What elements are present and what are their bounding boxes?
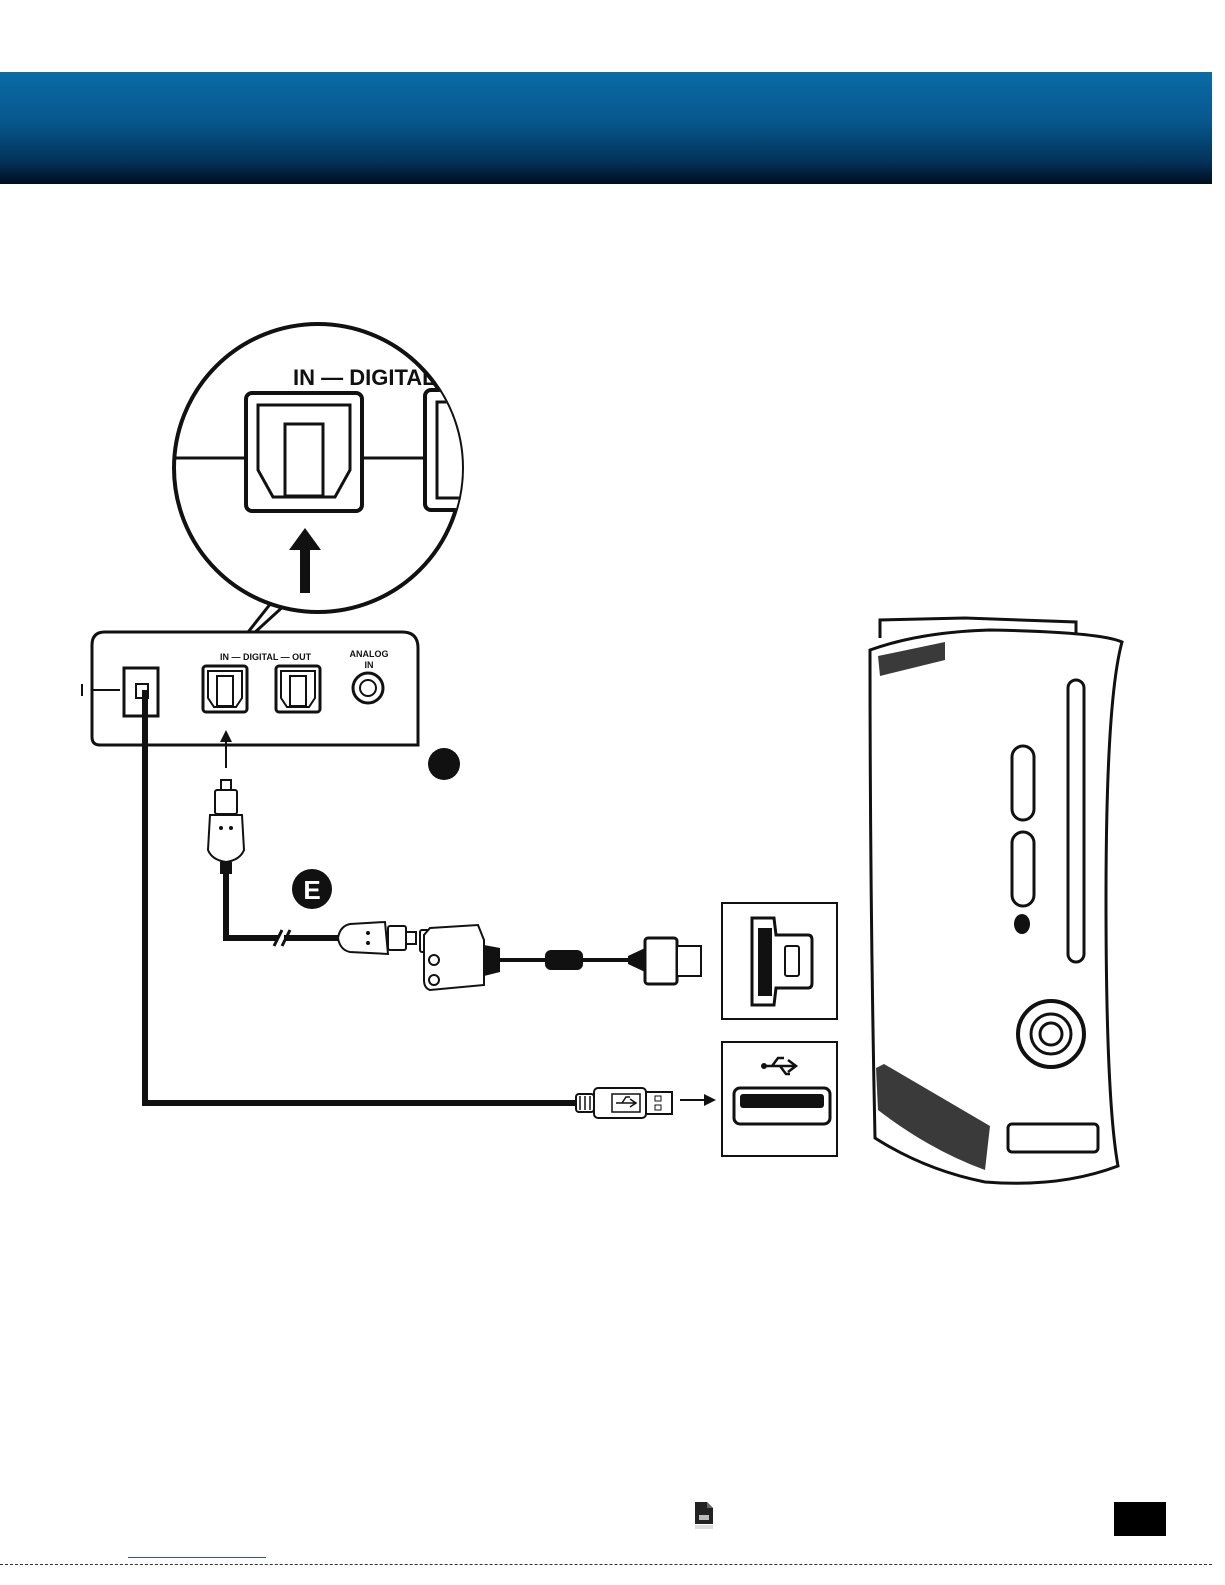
game-console [870, 618, 1122, 1183]
usb-plug [576, 1088, 672, 1118]
step-marker-dot [428, 748, 460, 780]
optical-port-zoom [246, 393, 362, 511]
zoom-callout: IN — DIGITAL [170, 324, 485, 655]
hdmi-audio-adapter [420, 925, 701, 990]
console-button-bottom [1012, 832, 1034, 906]
ferrite-bead [545, 950, 583, 970]
console-led [1014, 914, 1030, 934]
hdmi-port-icon [785, 946, 799, 976]
av-plug [645, 938, 677, 984]
port-cover [1008, 1124, 1098, 1152]
receiver-port-label: IN — DIGITAL — OUT [220, 652, 312, 662]
optical-plug-horizontal [338, 922, 416, 954]
page-number-badge [1114, 1502, 1166, 1536]
audio-receiver: IN — DIGITAL — OUT ANALOG IN [82, 632, 418, 745]
step-e-label: E [303, 875, 320, 905]
arrow-right-icon [704, 1094, 716, 1106]
analog-sub-label: IN [365, 660, 374, 670]
analog-label: ANALOG [350, 649, 389, 659]
console-av-port-inset [722, 903, 837, 1019]
footer-link[interactable] [128, 1553, 266, 1558]
usb-cable [145, 690, 576, 1103]
console-usb-port-inset [722, 1042, 837, 1156]
console-button-top [1012, 746, 1034, 820]
callout-port-label: IN — DIGITAL [293, 365, 436, 390]
footer-rule [0, 1564, 1212, 1565]
optical-plug-vertical [208, 780, 244, 874]
document-icon [692, 1500, 718, 1530]
disc-slot [1068, 680, 1084, 962]
